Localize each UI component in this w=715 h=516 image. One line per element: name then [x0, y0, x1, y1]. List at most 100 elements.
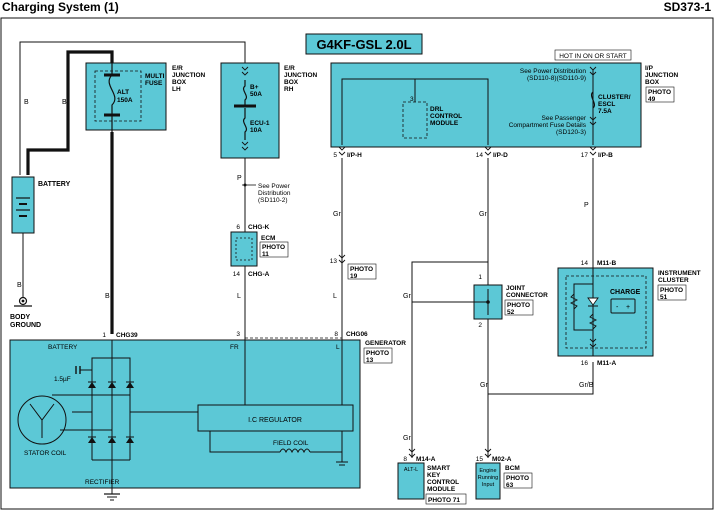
svg-text:1: 1 — [478, 274, 482, 281]
ip-box-label-3: BOX — [645, 79, 660, 86]
bcm-photo-ref — [503, 472, 533, 489]
joint-label-1: JOINT — [506, 285, 525, 292]
alt-fuse-name: ALT — [117, 89, 129, 96]
engine-label: G4KF-GSL 2.0L — [316, 37, 411, 52]
diagram-code: SD373-1 — [663, 0, 711, 14]
svg-text:B: B — [24, 99, 29, 106]
drl-label-2: CONTROL — [430, 113, 462, 120]
wire-battery-to-alt-fuse — [26, 50, 114, 175]
multi-fuse-label-1: MULTI — [145, 73, 165, 80]
connector-chg06: CHG06 — [346, 331, 368, 338]
b-fuse-element — [242, 80, 248, 106]
wire-joint-to-cluster — [487, 319, 594, 395]
drl-label-1: DRL — [430, 106, 443, 113]
svg-text:PHOTO: PHOTO — [648, 89, 671, 96]
er-lh-label-1: E/R — [172, 65, 183, 72]
charge-lamp-icon — [587, 297, 599, 306]
svg-text:Gr/B: Gr/B — [579, 382, 594, 389]
body-ground-label-2: GROUND — [10, 322, 41, 329]
connector-chg39: CHG39 — [116, 332, 138, 339]
ecu-fuse-element — [242, 108, 248, 140]
svg-text:49: 49 — [648, 96, 656, 103]
svg-text:PHOTO: PHOTO — [507, 302, 530, 309]
charge-label: CHARGE — [610, 289, 641, 296]
er-lh-label-3: BOX — [172, 79, 187, 86]
connector-ip-b: I/P-B — [598, 152, 613, 159]
cluster-fuse-rating: 7.5A — [598, 108, 612, 115]
connector-m11-b: M11-B — [597, 260, 616, 267]
cluster-label-1: INSTRUMENT — [658, 270, 701, 277]
hot-condition-label: HOT IN ON OR START — [559, 53, 627, 60]
see-power2-ref-3: (SD110-2) — [258, 197, 288, 204]
see-power2-ref-2: Distribution — [258, 190, 291, 197]
er-rh-label-4: RH — [284, 86, 294, 93]
svg-text:5: 5 — [333, 152, 337, 159]
connector-ip-h: I/P-H — [347, 152, 362, 159]
see-passenger-ref-3: (SD120-3) — [556, 129, 586, 136]
svg-text:14: 14 — [233, 271, 241, 278]
er-lh-label-2: JUNCTION — [172, 72, 206, 79]
er-lh-label-4: LH — [172, 86, 181, 93]
ec21-photo-ref — [347, 263, 377, 280]
svg-text:+: + — [626, 304, 630, 311]
svg-text:PHOTO: PHOTO — [506, 475, 529, 482]
svg-text:L: L — [333, 293, 337, 300]
smart-key-photo-ref — [425, 493, 467, 505]
diagram-frame — [0, 17, 714, 510]
svg-text:Gr: Gr — [403, 435, 411, 442]
generator-label: GENERATOR — [365, 340, 406, 347]
b-fuse-name: B+ — [250, 84, 259, 91]
svg-text:P: P — [584, 202, 589, 209]
svg-text:KEY: KEY — [427, 472, 441, 479]
er-junction-box-rh — [220, 62, 280, 159]
ic-regulator-label: I.C REGULATOR — [248, 417, 302, 424]
ip-box-label-1: I/P — [645, 65, 654, 72]
field-coil-icon — [279, 448, 311, 454]
generator-fr-terminal: FR — [230, 344, 239, 351]
svg-text:P: P — [237, 175, 242, 182]
svg-text:PHOTO: PHOTO — [660, 287, 683, 294]
svg-text:1: 1 — [102, 332, 106, 339]
svg-text:B: B — [105, 293, 110, 300]
svg-text:-: - — [616, 304, 619, 311]
svg-text:Gr: Gr — [479, 211, 487, 218]
connector-m02-a: M02-A — [492, 456, 512, 463]
svg-text:11: 11 — [262, 251, 269, 258]
svg-text:PHOTO: PHOTO — [366, 350, 389, 357]
body-ground-label-1: BODY — [10, 314, 31, 321]
joint-photo-ref — [504, 299, 534, 316]
ic-regulator — [197, 404, 354, 432]
ip-junction-box — [330, 62, 642, 148]
svg-text:13: 13 — [366, 357, 374, 364]
svg-text:L: L — [237, 293, 241, 300]
alt-fuse-rating: 150A — [117, 97, 133, 104]
er-rh-label-2: JUNCTION — [284, 72, 318, 79]
svg-text:19: 19 — [350, 273, 358, 280]
ecm-label: ECM — [261, 235, 275, 242]
svg-text:2: 2 — [478, 322, 482, 329]
svg-text:16: 16 — [581, 360, 589, 367]
svg-text:Input: Input — [482, 482, 495, 488]
stator-coil-icon — [17, 395, 67, 445]
svg-text:6: 6 — [236, 224, 240, 231]
connector-ip-d: I/P-D — [493, 152, 508, 159]
er-junction-box-lh — [85, 62, 167, 131]
svg-text:8: 8 — [334, 331, 338, 338]
see-power2-ref-1: See Power — [258, 183, 291, 190]
er-rh-label-3: BOX — [284, 79, 299, 86]
generator-battery-terminal: BATTERY — [48, 344, 78, 351]
battery-warning-icon — [610, 298, 636, 314]
svg-text:51: 51 — [660, 294, 668, 301]
svg-text:3: 3 — [236, 331, 240, 338]
svg-text:B: B — [62, 99, 67, 106]
wire-battery-to-er-rh — [19, 41, 246, 175]
bcm-module — [475, 462, 501, 500]
alt-l-input: ALT-L — [404, 467, 418, 473]
hot-condition-box — [554, 49, 632, 61]
cluster-fuse-element — [590, 91, 596, 109]
rectifier-label: RECTIFIER — [85, 479, 120, 486]
svg-text:52: 52 — [507, 309, 515, 316]
connector-chg-a: CHG-A — [248, 271, 270, 278]
svg-text:17: 17 — [581, 152, 589, 159]
